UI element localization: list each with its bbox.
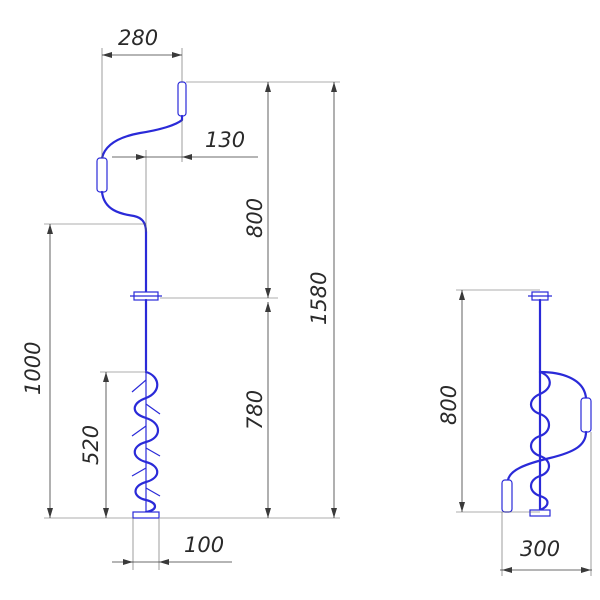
folded-crank: [501, 370, 592, 513]
dimension-label-780: 780: [243, 390, 267, 430]
crank-arm-lower: [100, 190, 148, 234]
folded-top-grip: [501, 479, 513, 513]
dimension-label-100: 100: [184, 533, 224, 557]
dimension-780: 780: [160, 302, 340, 519]
dimension-1580: 1580: [307, 82, 337, 518]
dimension-130: 130: [112, 120, 258, 232]
side-grip: [96, 157, 108, 193]
dimension-label-130: 130: [205, 128, 245, 152]
dimension-label-1000: 1000: [21, 342, 45, 395]
assembled-auger-view: 280 130 800 780: [21, 26, 340, 570]
top-grip: [177, 81, 187, 117]
folded-screw-flight: [529, 370, 551, 512]
folded-screw: [529, 370, 551, 512]
dimension-280: 280: [101, 26, 183, 158]
dimension-300: 300: [500, 432, 592, 576]
dimension-label-1580: 1580: [307, 272, 331, 325]
dimension-800-folded: 800: [437, 289, 540, 513]
screw-flight: [133, 370, 160, 514]
crank-arm-upper: [100, 114, 184, 160]
cutter-blades: [132, 511, 160, 519]
dimension-label-800: 800: [243, 198, 267, 238]
folded-crank-arm: [506, 430, 588, 482]
dimension-800-assembled: 800: [160, 81, 340, 299]
folded-cutter-blades: [529, 509, 551, 517]
dimension-520: 520: [79, 371, 146, 518]
dimension-label-300: 300: [520, 537, 560, 561]
folded-auger-view: 800 300: [437, 289, 592, 576]
dimension-label-folded-800: 800: [437, 385, 461, 425]
dimension-1000: 1000: [21, 223, 146, 519]
folded-side-grip: [580, 397, 592, 433]
crank-handle: [96, 81, 187, 234]
dimension-label-280: 280: [118, 26, 158, 50]
folded-crank-top: [538, 370, 588, 400]
dimension-label-520: 520: [79, 425, 103, 465]
auger-screw: [131, 370, 161, 514]
dimension-100: 100: [112, 518, 232, 570]
screw-edges: [131, 379, 161, 497]
